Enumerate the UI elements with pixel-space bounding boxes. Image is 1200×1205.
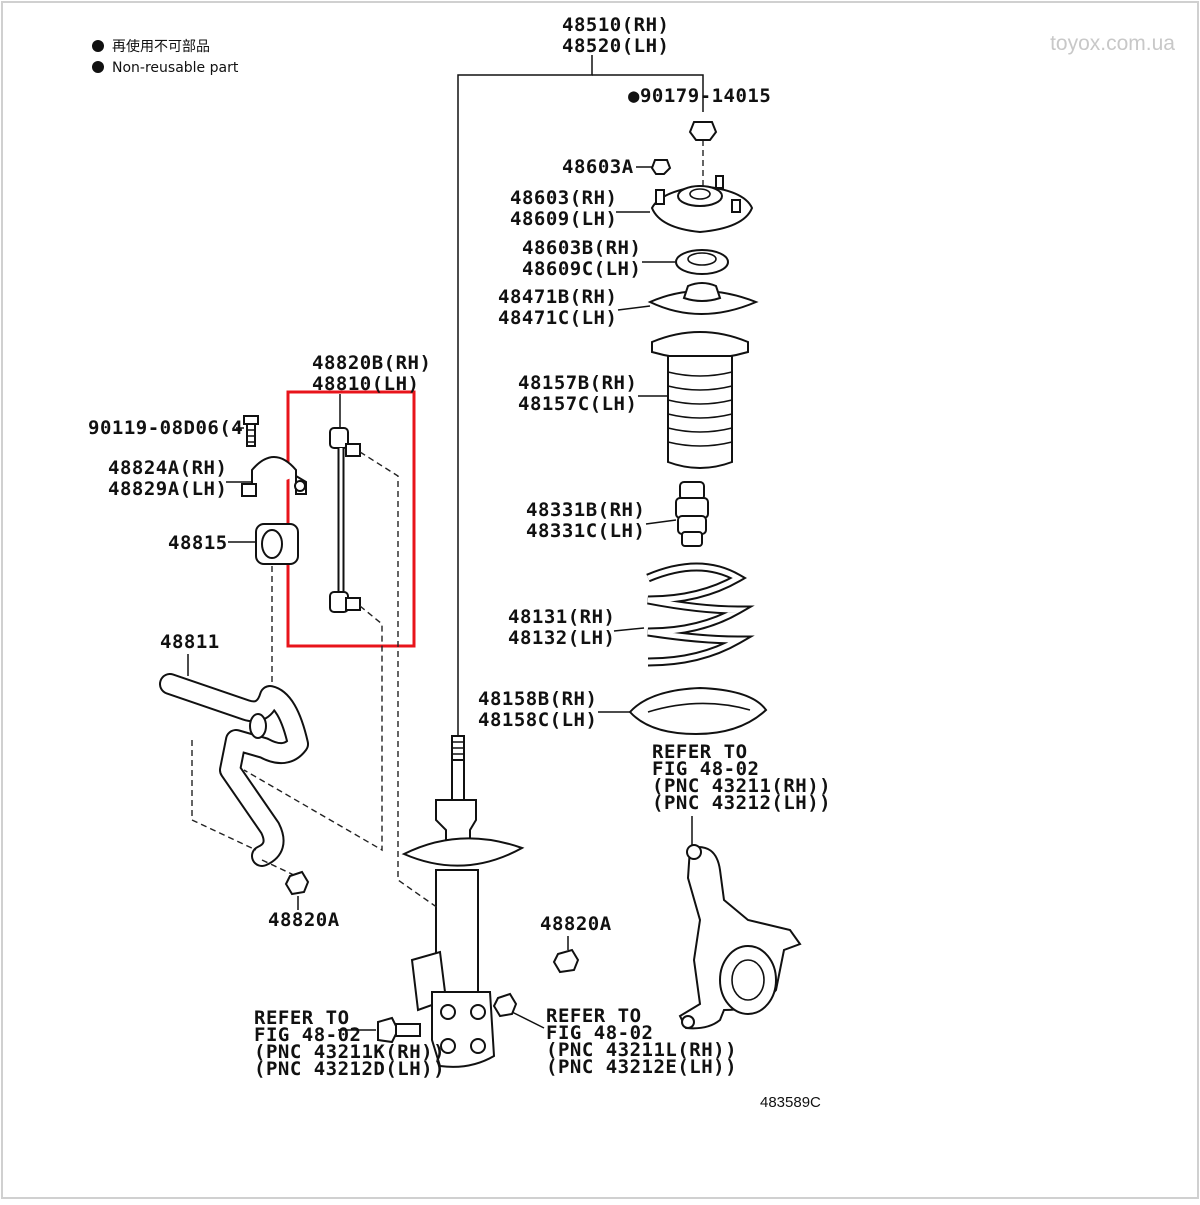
label-mount[interactable]: 48603(RH) 48609(LH) [510,187,617,230]
refer-bolt-line3: (PNC 43211K(RH)) [254,1041,445,1063]
refer-nut[interactable]: REFER TO FIG 48-02 (PNC 43211L(RH)) (PNC… [546,1005,737,1078]
refer-nut-line2: FIG 48-02 [546,1022,653,1044]
label-seat-lh[interactable]: 48471C(LH) [498,307,617,329]
refer-knuckle-line4: (PNC 43212(LH)) [652,792,831,814]
label-bracket[interactable]: 48824A(RH) 48829A(LH) [108,457,227,500]
highlight-box [286,390,416,648]
label-seat[interactable]: 48471B(RH) 48471C(LH) [498,286,617,329]
label-bushing[interactable]: 48815 [168,532,228,554]
label-boot-rh[interactable]: 48157B(RH) [518,372,637,394]
label-bearing-lh[interactable]: 48609C(LH) [522,258,641,280]
refer-bolt-line1: REFER TO [254,1007,350,1029]
label-stabilizer[interactable]: 48811 [160,631,220,653]
steering-knuckle-part [678,844,802,1030]
label-insulator-lh[interactable]: 48158C(LH) [478,709,597,731]
stabilizer-link-part [329,427,361,613]
strut-leader [457,55,704,735]
knuckle-bolt-part [377,1016,421,1044]
refer-bolt-line2: FIG 48-02 [254,1024,361,1046]
label-spring[interactable]: 48131(RH) 48132(LH) [508,606,615,649]
upper-mount-part [650,175,754,234]
lower-insulator-part [628,686,768,736]
spring-seat-part [647,282,759,315]
label-strut-rh[interactable]: 48510(RH) [562,14,669,36]
refer-nut-line1: REFER TO [546,1005,642,1027]
label-insulator[interactable]: 48158B(RH) 48158C(LH) [478,688,597,731]
link-dashed-guides [243,451,439,909]
label-bumper[interactable]: 48331B(RH) 48331C(LH) [526,499,645,542]
label-top-nut[interactable]: ●90179-14015 [628,85,771,107]
refer-nut-line4: (PNC 43212E(LH)) [546,1056,737,1078]
label-nut-right[interactable]: 48820A [540,913,612,935]
refer-nut-line3: (PNC 43211L(RH)) [546,1039,737,1061]
refer-knuckle-line2: FIG 48-02 [652,758,759,780]
legend-en: Non-reusable part [112,60,239,76]
stabilizer-dashed-guides [191,740,297,877]
boot-part [651,331,749,469]
label-cap[interactable]: 48603A [562,156,634,178]
watermark[interactable]: toyox.com.ua [1050,32,1175,55]
label-link[interactable]: 48820B(RH) 48810(LH) [312,352,431,395]
bearing-part [675,249,729,275]
label-nut-left[interactable]: 48820A [268,909,340,931]
strut-shock-part [401,735,525,1068]
figure-code: 483589C [760,1094,821,1111]
refer-knuckle-line3: (PNC 43211(RH)) [652,775,831,797]
label-boot[interactable]: 48157B(RH) 48157C(LH) [518,372,637,415]
bracket-part [241,456,307,497]
label-spring-rh[interactable]: 48131(RH) [508,606,615,628]
label-bracket-rh[interactable]: 48824A(RH) [108,457,227,479]
bump-stop-part [675,481,709,547]
knuckle-nut-part [492,992,518,1018]
refer-knuckle-line1: REFER TO [652,741,748,763]
label-bumper-lh[interactable]: 48331C(LH) [526,520,645,542]
label-bearing-rh[interactable]: 48603B(RH) [522,237,641,259]
coil-spring-part [646,562,755,667]
label-strut[interactable]: 48510(RH) 48520(LH) [562,14,669,57]
nut-right-part [552,948,580,974]
label-seat-rh[interactable]: 48471B(RH) [498,286,617,308]
bushing-part [255,523,299,565]
label-link-rh[interactable]: 48820B(RH) [312,352,431,374]
legend: 再使用不可部品 Non-reusable part [92,38,239,76]
label-strut-lh[interactable]: 48520(LH) [562,35,669,57]
refer-bolt-line4: (PNC 43212D(LH)) [254,1058,445,1080]
label-link-lh[interactable]: 48810(LH) [312,373,419,395]
bolt-part [243,415,259,447]
label-bracket-lh[interactable]: 48829A(LH) [108,478,227,500]
label-bumper-rh[interactable]: 48331B(RH) [526,499,645,521]
label-bolt[interactable]: 90119-08D06(4) [88,417,255,439]
label-mount-rh[interactable]: 48603(RH) [510,187,617,209]
label-boot-lh[interactable]: 48157C(LH) [518,393,637,415]
stabilizer-bar-part [159,673,309,867]
refer-bolt[interactable]: REFER TO FIG 48-02 (PNC 43211K(RH)) (PNC… [254,1007,445,1080]
label-spring-lh[interactable]: 48132(LH) [508,627,615,649]
nut-left-part [284,870,310,896]
bullet-icon [92,61,104,73]
label-insulator-rh[interactable]: 48158B(RH) [478,688,597,710]
cap-part [650,159,672,175]
refer-knuckle[interactable]: REFER TO FIG 48-02 (PNC 43211(RH)) (PNC … [652,741,831,814]
label-mount-lh[interactable]: 48609(LH) [510,208,617,230]
label-bearing[interactable]: 48603B(RH) 48609C(LH) [522,237,641,280]
bullet-icon [92,40,104,52]
legend-cn: 再使用不可部品 [112,38,210,55]
